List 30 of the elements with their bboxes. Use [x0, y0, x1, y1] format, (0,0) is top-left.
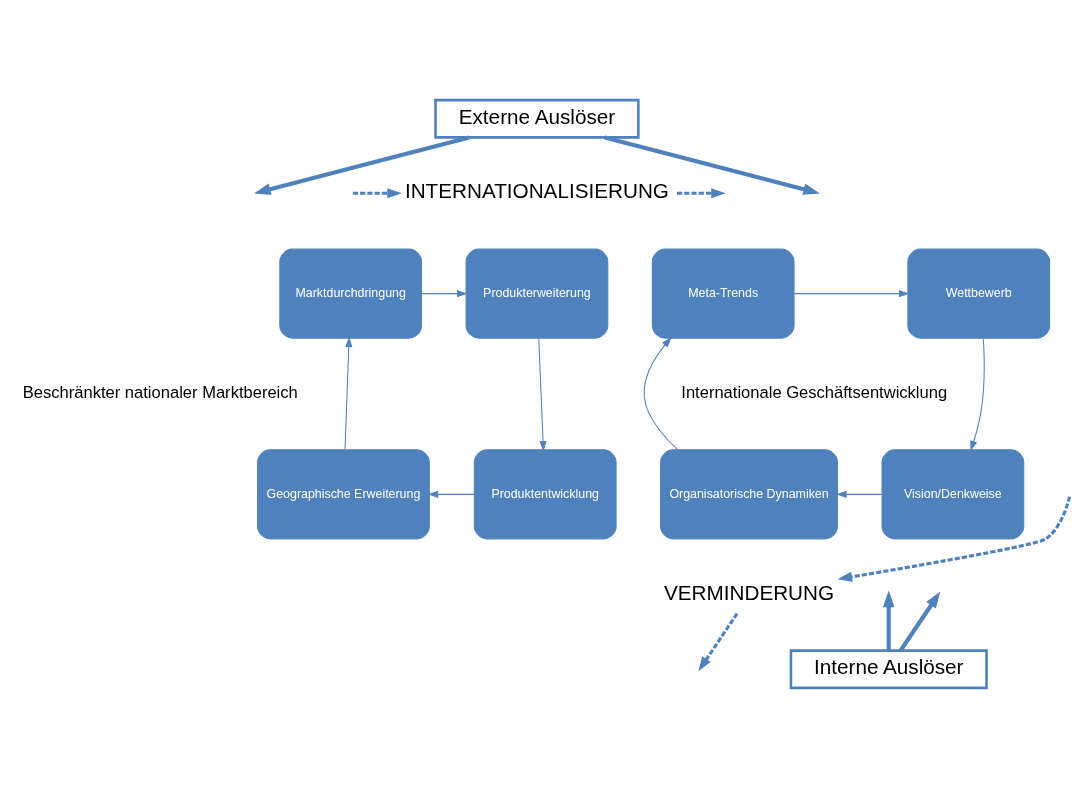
node-box: Produktentwicklung: [473, 449, 617, 540]
node-box: Meta-Trends: [651, 248, 795, 339]
node-box: Interne Auslöser: [789, 649, 988, 690]
arrow: [344, 336, 353, 451]
node-text: INTERNATIONALISIERUNG: [404, 179, 669, 203]
arrow: [352, 188, 402, 199]
arrow: [793, 290, 910, 298]
node-box: Produkterweiterung: [465, 248, 609, 339]
node-box: Organisatorische Dynamiken: [660, 449, 839, 540]
arrow: [882, 590, 895, 651]
label: Beschränkter nationaler Marktbereich: [22, 382, 298, 402]
arrow: [643, 337, 679, 451]
arrow: [421, 290, 468, 298]
arrow: [836, 490, 883, 498]
arrow: [898, 591, 941, 652]
node-box: Geographische Erweiterung: [257, 449, 430, 540]
node-box: Externe Auslöser: [434, 98, 640, 139]
arrow: [698, 612, 739, 672]
arrow: [538, 337, 547, 452]
label: Internationale Geschäftsentwicklung: [681, 382, 948, 402]
arrow: [254, 135, 470, 195]
arrow: [677, 188, 726, 199]
node-box: Vision/Denkweise: [881, 449, 1025, 540]
node-box: Marktdurchdringung: [279, 248, 423, 339]
node-text: VERMINDERUNG: [663, 580, 835, 604]
arrow: [970, 337, 985, 452]
arrow: [427, 490, 475, 498]
arrow: [604, 135, 820, 195]
arrow: [837, 496, 1072, 582]
node-box: Wettbewerb: [907, 248, 1051, 339]
